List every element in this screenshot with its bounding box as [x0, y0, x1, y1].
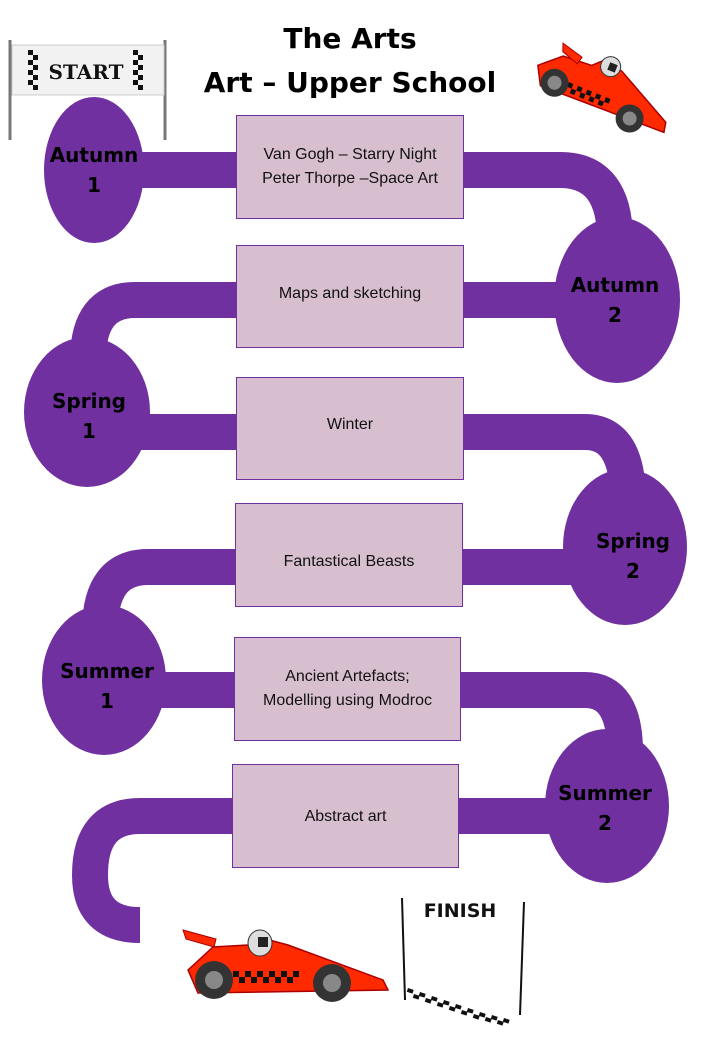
topic-line: Modelling using Modroc: [263, 692, 432, 709]
milestone-marker-summer-2: [545, 729, 669, 883]
milestone-number: 1: [100, 689, 114, 713]
milestone-number: 2: [608, 303, 622, 327]
topic-box-summer-1: Ancient Artefacts; Modelling using Modro…: [234, 637, 461, 741]
milestone-label-summer-2: Summer 2: [550, 772, 660, 844]
track-segment-6: [71, 798, 615, 943]
topic-box-autumn-2: Maps and sketching: [236, 245, 464, 348]
race-car-icon-bottom: [182, 929, 390, 1002]
topic-box-autumn-1: Van Gogh – Starry Night Peter Thorpe –Sp…: [236, 115, 464, 219]
milestone-label-spring-1: Spring 1: [34, 380, 144, 452]
page-subtitle: Art – Upper School: [203, 66, 497, 99]
milestone-label-autumn-2: Autumn 2: [560, 264, 670, 336]
topic-box-spring-1: Winter: [236, 377, 464, 480]
milestone-number: 1: [82, 419, 96, 443]
milestone-marker-summer-1: [42, 605, 166, 755]
milestone-label-autumn-1: Autumn 1: [44, 134, 144, 206]
milestone-marker-autumn-2: [554, 217, 680, 383]
milestone-marker-spring-2: [563, 469, 687, 625]
milestone-number: 1: [87, 173, 101, 197]
topic-box-summer-2: Abstract art: [232, 764, 459, 868]
milestone-term: Spring: [52, 389, 126, 413]
topic-line: Fantastical Beasts: [283, 553, 415, 570]
milestone-number: 2: [626, 559, 640, 583]
milestone-label-spring-2: Spring 2: [578, 520, 688, 592]
start-banner: START: [8, 40, 167, 140]
finish-label: FINISH: [424, 900, 497, 922]
topic-line: Ancient Artefacts;: [285, 668, 410, 685]
race-car-icon-top: [537, 42, 667, 134]
topic-line: Peter Thorpe –Space Art: [262, 170, 438, 187]
start-label: START: [49, 60, 124, 84]
topic-line: Winter: [326, 415, 374, 433]
milestone-term: Spring: [596, 529, 670, 553]
milestone-term: Autumn: [49, 143, 139, 167]
milestone-number: 2: [598, 811, 612, 835]
milestone-term: Summer: [558, 781, 652, 805]
finish-banner: FINISH: [401, 897, 525, 1026]
milestone-label-summer-1: Summer 1: [52, 650, 162, 722]
milestone-marker-spring-1: [24, 337, 150, 487]
topic-box-spring-2: Fantastical Beasts: [235, 503, 463, 607]
milestone-marker-autumn-1: [44, 97, 144, 243]
topic-line: Abstract art: [304, 807, 387, 825]
page-title: The Arts: [283, 22, 417, 55]
milestone-term: Summer: [60, 659, 154, 683]
milestone-term: Autumn: [570, 273, 660, 297]
checkered-line: [406, 988, 510, 1026]
topic-line: Maps and sketching: [278, 284, 422, 302]
topic-line: Van Gogh – Starry Night: [263, 146, 437, 163]
